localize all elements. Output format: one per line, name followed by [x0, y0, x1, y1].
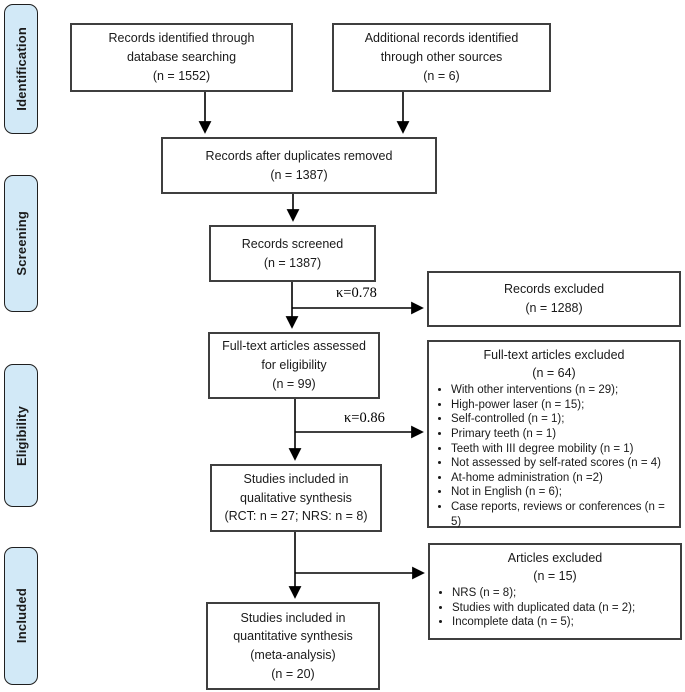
kappa-value-eligibility: κ=0.86 [344, 410, 385, 426]
exclusion-reason: Primary teeth (n = 1) [451, 427, 673, 442]
exclusion-reason: NRS (n = 8); [452, 586, 674, 601]
stage-label-eligibility: Eligibility [4, 364, 38, 507]
exclusion-reason: Not in English (n = 6); [451, 485, 673, 500]
box-fulltext-articles-excluded: Full-text articles excluded (n = 64) Wit… [427, 340, 681, 528]
exclusion-reason: Studies with duplicated data (n = 2); [452, 601, 674, 616]
box-records-after-duplicates-removed: Records after duplicates removed (n = 13… [161, 137, 437, 194]
exclusion-reason: Case reports, reviews or conferences (n … [451, 500, 673, 529]
box-articles-excluded: Articles excluded (n = 15) NRS (n = 8);S… [428, 543, 682, 640]
box-title: Articles excluded (n = 15) [507, 551, 603, 584]
exclusion-reason: Teeth with III degree mobility (n = 1) [451, 442, 673, 457]
box-records-screened: Records screened (n = 1387) [209, 225, 376, 282]
stage-label-text: Identification [13, 27, 29, 111]
stage-label-identification: Identification [4, 4, 38, 134]
exclusion-reason-list: With other interventions (n = 29);High-p… [435, 383, 673, 529]
exclusion-reason: Self-controlled (n = 1); [451, 412, 673, 427]
exclusion-reason: Incomplete data (n = 5); [452, 615, 674, 630]
stage-label-included: Included [4, 547, 38, 685]
box-records-excluded: Records excluded (n = 1288) [427, 271, 681, 327]
box-fulltext-articles-assessed: Full-text articles assessed for eligibil… [208, 332, 380, 399]
box-title: Full-text articles excluded (n = 64) [483, 348, 625, 381]
stage-label-screening: Screening [4, 175, 38, 312]
exclusion-reason-list: NRS (n = 8);Studies with duplicated data… [436, 586, 674, 630]
exclusion-reason: At-home administration (n =2) [451, 471, 673, 486]
exclusion-reason: With other interventions (n = 29); [451, 383, 673, 398]
exclusion-reason: High-power laser (n = 15); [451, 398, 673, 413]
kappa-value-screening: κ=0.78 [336, 285, 377, 301]
exclusion-reason: Not assessed by self-rated scores (n = 4… [451, 456, 673, 471]
box-qualitative-synthesis: Studies included in qualitative synthesi… [210, 464, 382, 532]
stage-label-text: Screening [13, 211, 29, 276]
stage-label-text: Included [13, 588, 29, 644]
box-records-identified-database: Records identified through database sear… [70, 23, 293, 92]
box-quantitative-synthesis: Studies included in quantitative synthes… [206, 602, 380, 690]
box-additional-records-other-sources: Additional records identified through ot… [332, 23, 551, 92]
stage-label-text: Eligibility [13, 405, 29, 466]
